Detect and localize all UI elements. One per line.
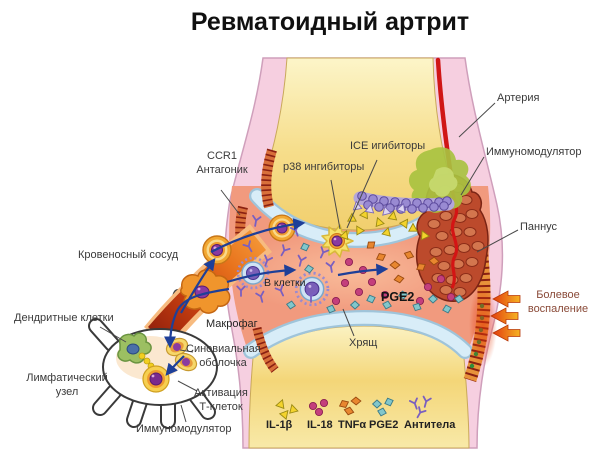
label-activation-line2: Т-клеток bbox=[199, 400, 243, 413]
label-t-cell-activation: Активация Т-клеток bbox=[192, 387, 250, 415]
legend-label-il18: IL-18 bbox=[307, 419, 333, 431]
legend-label-tnfa: TNFα bbox=[338, 419, 367, 431]
pointer-lines bbox=[99, 102, 519, 423]
migration-arrows bbox=[163, 218, 389, 376]
label-lymph-node: Лимфатический узел bbox=[22, 372, 112, 400]
legend-label-antibodies: Антитела bbox=[404, 419, 456, 431]
label-immunomodulator-bottom: Иммуномодулятор bbox=[136, 423, 232, 435]
label-b-cells: В клетки bbox=[264, 277, 306, 289]
b-cell-cluster-band bbox=[353, 191, 455, 214]
label-ccr1-antagonist: CCR1 Антагоник bbox=[186, 150, 258, 178]
lower-cartilage bbox=[243, 309, 473, 359]
page-title: Ревматоидный артрит bbox=[190, 8, 470, 36]
label-cartilage: Хрящ bbox=[349, 337, 378, 349]
label-macrophage: Макрофаг bbox=[206, 318, 258, 330]
label-pain-line1: Болевое bbox=[536, 289, 580, 301]
legend-label-il1b: IL-1β bbox=[266, 419, 293, 431]
label-blood-vessel: Кровеносный сосуд bbox=[78, 249, 179, 261]
pain-arrows bbox=[490, 290, 521, 342]
label-synovial-line2: оболочка bbox=[199, 356, 247, 369]
label-pannus: Паннус bbox=[520, 221, 558, 233]
label-synovial-membrane: Синовиальная оболочка bbox=[186, 343, 261, 371]
inflammation-glow bbox=[469, 283, 497, 367]
label-lymph-line2: узел bbox=[55, 385, 79, 398]
t-cell bbox=[142, 365, 170, 393]
label-ice-inhibitors: ICE игибиторы bbox=[350, 140, 426, 152]
label-lymph-line1: Лимфатический bbox=[26, 372, 108, 384]
label-artery: Артерия bbox=[497, 92, 540, 104]
label-p38-inhibitors: p38 ингибиторы bbox=[283, 161, 365, 173]
synovial-villi-left-top bbox=[261, 148, 277, 209]
legend-label-pge2: PGE2 bbox=[369, 419, 399, 431]
label-dendritic-cells: Дендритные клетки bbox=[14, 312, 114, 324]
label-activation-line1: Активация bbox=[194, 387, 248, 399]
macrophage-cell bbox=[180, 269, 231, 314]
synovial-villi-left-bottom bbox=[252, 326, 279, 373]
label-immunomodulator-right: Иммуномодулятор bbox=[486, 146, 582, 158]
inflammation-green-blob bbox=[408, 147, 471, 213]
label-pge2-cavity: PGE2 bbox=[381, 290, 415, 304]
label-synovial-line1: Синовиальная bbox=[186, 343, 261, 355]
label-ccr1-line2: Антагоник bbox=[196, 163, 248, 176]
label-pain-inflammation: Болевое воспаление bbox=[518, 289, 598, 317]
label-ccr1-line1: CCR1 bbox=[207, 150, 237, 162]
label-pain-line2: воспаление bbox=[527, 302, 589, 315]
